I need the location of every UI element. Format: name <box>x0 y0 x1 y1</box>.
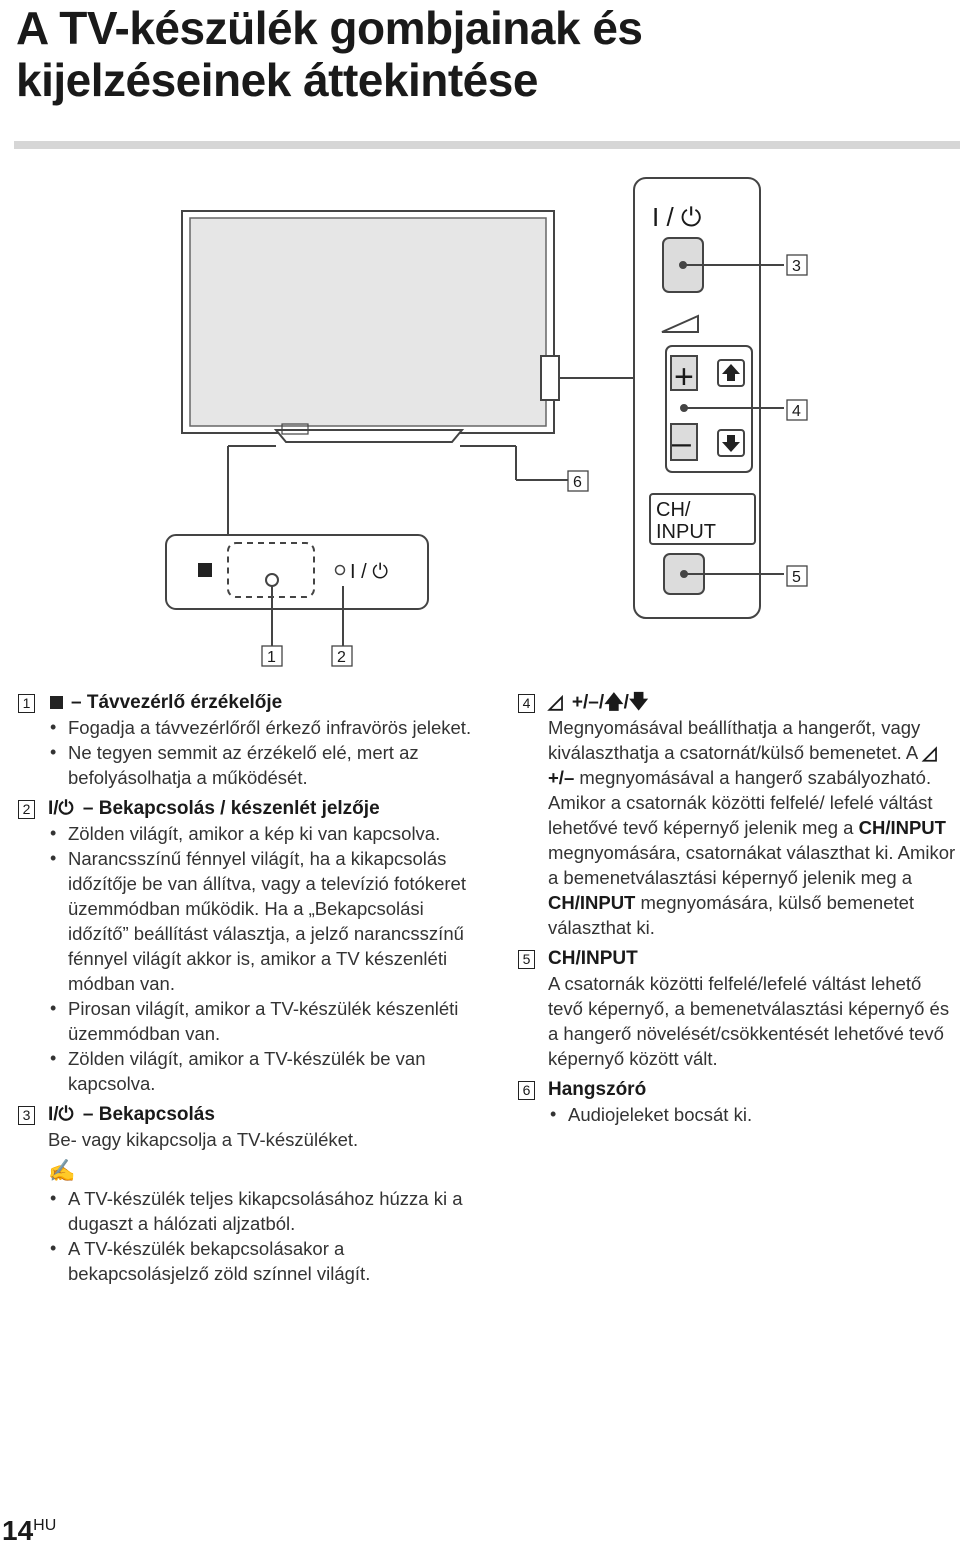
page-number: 14HU <box>2 1515 57 1546</box>
arrow-up-icon <box>722 364 740 381</box>
bullet: Fogadja a távvezérlőről érkező infravörö… <box>48 715 478 740</box>
front-power-label: I / ⏻ <box>350 561 388 583</box>
page-title: A TV-készülék gombjainak és kijelzéseine… <box>16 2 643 106</box>
item-heading: – Távvezérlő érzékelője <box>71 692 283 713</box>
bullet: Zölden világít, amikor a kép ki van kapc… <box>48 821 478 846</box>
bullet: Pirosan világít, amikor a TV-készülék ké… <box>48 996 478 1046</box>
callout-box-4 <box>786 399 808 421</box>
item-text: Megnyomásával beállíthatja a hangerőt, v… <box>548 717 956 938</box>
callout-box-2 <box>331 645 353 667</box>
channel-up-button <box>717 359 745 387</box>
power-indicator-led <box>334 564 346 576</box>
item-number: 4 <box>518 694 535 713</box>
note-bullet: A TV-készülék teljes kikapcsolásához húz… <box>48 1186 478 1236</box>
callout-6: 6 <box>573 474 582 491</box>
channel-down-button <box>717 429 745 457</box>
item-heading: CH/INPUT <box>548 948 638 969</box>
ch-input-label-2: INPUT <box>656 521 716 543</box>
item-5: 5 CH/INPUT A csatornák közötti felfelé/l… <box>518 946 958 1071</box>
item-number: 5 <box>518 950 535 969</box>
note-icon: ✍ <box>48 1158 76 1183</box>
callout-4: 4 <box>792 403 801 420</box>
item-heading: Hangszóró <box>548 1079 647 1100</box>
bullet: Narancsszínű fénnyel világít, ha a kikap… <box>48 846 478 996</box>
tv-stand <box>273 429 465 443</box>
item-number: 1 <box>18 694 35 713</box>
item-number: 6 <box>518 1081 535 1100</box>
ch-input-label-box <box>649 493 756 545</box>
tv-controls-diagram: I / ⏻ I / ⏻ + – CH/ INPUT 3 4 5 6 1 2 <box>165 177 808 667</box>
volume-icon <box>661 314 699 333</box>
callout-box-1 <box>261 645 283 667</box>
side-power-label: I / ⏻ <box>652 202 701 232</box>
volume-plus-button <box>670 355 698 391</box>
item-4: 4 ◿ +/–/🡅/🡇 Megnyomásával beállíthatja a… <box>518 690 958 940</box>
ir-sensor-icon <box>198 563 212 577</box>
arrow-down-icon <box>722 435 740 452</box>
volume-icon: ◿ <box>548 692 563 713</box>
right-column: 4 ◿ +/–/🡅/🡇 Megnyomásával beállíthatja a… <box>518 690 958 1127</box>
callout-5: 5 <box>792 569 801 586</box>
plus-symbol: + <box>674 358 694 396</box>
item-2: 2 I/⏻ – Bekapcsolás / készenlét jelzője … <box>18 796 478 1096</box>
page-lang: HU <box>33 1517 57 1534</box>
item-text: A csatornák közötti felfelé/lefelé váltá… <box>548 973 950 1069</box>
ir-sensor-icon <box>50 696 63 709</box>
callout-box-6 <box>567 470 589 492</box>
power-icon: I/⏻ <box>48 798 74 819</box>
note-bullet: A TV-készülék bekapcsolásakor a bekapcso… <box>48 1236 478 1286</box>
item-1: 1 – Távvezérlő érzékelője Fogadja a távv… <box>18 690 478 790</box>
tv-screen <box>189 217 547 427</box>
item-3: 3 I/⏻ – Bekapcsolás Be- vagy kikapcsolja… <box>18 1102 478 1286</box>
bullet: Ne tegyen semmit az érzékelő elé, mert a… <box>48 740 478 790</box>
callout-2: 2 <box>337 649 346 666</box>
callout-box-3 <box>786 254 808 276</box>
power-icon: I/⏻ <box>48 1104 74 1125</box>
left-column: 1 – Távvezérlő érzékelője Fogadja a távv… <box>18 690 478 1286</box>
item-6: 6 Hangszóró Audiojeleket bocsát ki. <box>518 1077 958 1127</box>
callout-3: 3 <box>792 258 801 275</box>
item-number: 2 <box>18 800 35 819</box>
item-number: 3 <box>18 1106 35 1125</box>
minus-symbol: – <box>672 424 691 462</box>
item-heading: – Bekapcsolás / készenlét jelzője <box>82 798 380 819</box>
item-text: Be- vagy kikapcsolja a TV-készüléket. <box>48 1129 359 1150</box>
callout-box-5 <box>786 565 808 587</box>
item-heading: – Bekapcsolás <box>82 1104 215 1125</box>
callout-1: 1 <box>267 649 276 666</box>
front-panel <box>165 534 429 610</box>
bullet: Audiojeleket bocsát ki. <box>548 1102 958 1127</box>
bullet: Zölden világít, amikor a TV-készülék be … <box>48 1046 478 1096</box>
side-panel-highlight <box>540 355 560 401</box>
item-heading: +/–/🡅/🡇 <box>571 692 649 713</box>
ch-input-label-1: CH/ <box>656 499 691 521</box>
title-divider <box>14 141 960 149</box>
volume-minus-button <box>670 423 698 461</box>
